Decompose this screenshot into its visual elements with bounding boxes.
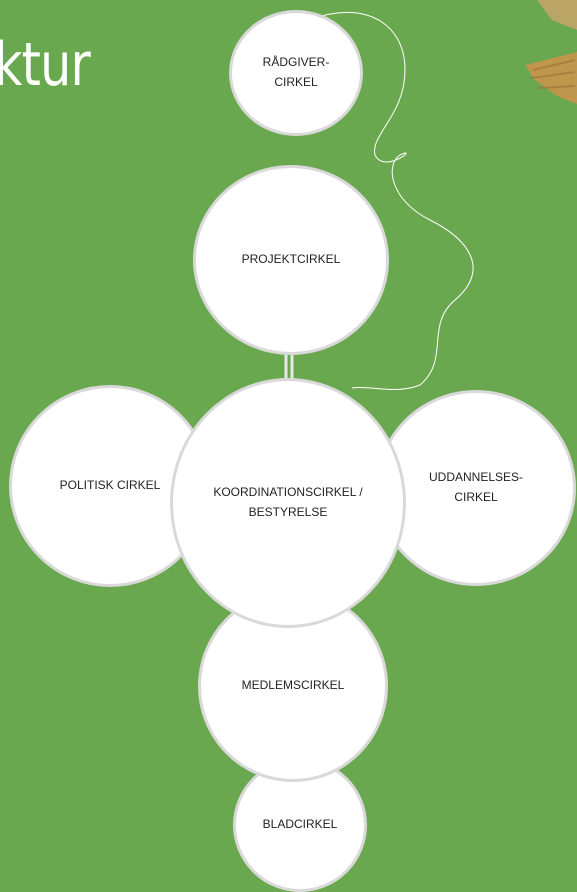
projekt-circle: PROJEKTCIRKEL <box>193 165 389 355</box>
medlems-label: MEDLEMSCIRKEL <box>241 678 345 693</box>
uddannelses-label-line2: CIRKEL <box>454 490 498 504</box>
koordination-label-line2: BESTYRELSE <box>248 505 328 519</box>
raadgiver-label-line1: RÅDGIVER- <box>262 55 330 70</box>
raadgiver-circle: RÅDGIVER- CIRKEL <box>229 10 363 136</box>
projekt-label: PROJEKTCIRKEL <box>241 252 341 267</box>
advisor-connector-line <box>309 11 474 391</box>
raadgiver-label-line2: CIRKEL <box>274 75 318 89</box>
blad-label: BLADCIRKEL <box>262 817 338 832</box>
koordination-label-line1: KOORDINATIONSCIRKEL / <box>213 485 363 500</box>
page-title: ktur <box>0 30 91 100</box>
decorative-brush-icon <box>525 0 577 104</box>
politisk-label: POLITISK CIRKEL <box>59 478 161 493</box>
uddannelses-circle: UDDANNELSES- CIRKEL <box>376 390 576 586</box>
politisk-circle: POLITISK CIRKEL <box>9 385 211 587</box>
koordination-circle: KOORDINATIONSCIRKEL / BESTYRELSE <box>170 378 406 628</box>
uddannelses-label-line1: UDDANNELSES- <box>428 470 524 485</box>
